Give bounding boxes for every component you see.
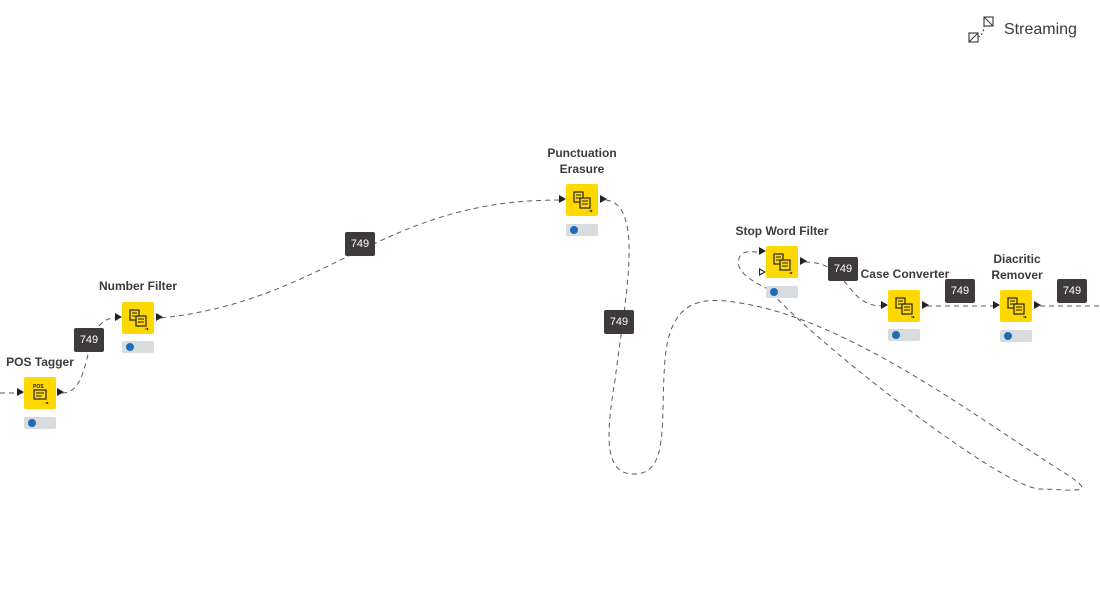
node-punctuation-erasure[interactable]	[566, 184, 598, 216]
node-status-diacritic-remover	[1000, 330, 1032, 342]
input-port[interactable]	[115, 313, 122, 321]
text-processing-icon	[773, 253, 793, 275]
wire-number-filter-punctuation-erasure	[160, 199, 560, 319]
node-case-converter[interactable]	[888, 290, 920, 322]
output-port[interactable]	[800, 257, 807, 265]
text-processing-icon	[129, 309, 149, 331]
node-status-stop-word-filter	[766, 286, 798, 298]
input-port[interactable]	[759, 247, 766, 255]
text-processing-icon	[1007, 297, 1027, 319]
status-dot	[892, 331, 900, 339]
node-status-pos-tagger	[24, 417, 56, 429]
output-port[interactable]	[1034, 301, 1041, 309]
text-processing-icon	[573, 191, 593, 213]
svg-text:POS: POS	[33, 384, 44, 390]
node-label-line: Punctuation	[547, 146, 617, 160]
node-label-case-converter: Case Converter	[860, 267, 950, 281]
node-status-punctuation-erasure	[566, 224, 598, 236]
node-diacritic-remover[interactable]	[1000, 290, 1032, 322]
node-label-number-filter: Number Filter	[98, 279, 178, 293]
node-label-line: Diacritic	[993, 252, 1041, 266]
output-port[interactable]	[600, 195, 607, 203]
node-status-case-converter	[888, 329, 920, 341]
connection-count[interactable]: 749	[345, 232, 375, 256]
text-processing-icon	[895, 297, 915, 319]
node-label-diacritic-remover: Diacritic Remover	[991, 251, 1042, 283]
node-stop-word-filter[interactable]	[766, 246, 798, 278]
output-port[interactable]	[156, 313, 163, 321]
status-dot	[570, 226, 578, 234]
connection-count[interactable]: 749	[1057, 279, 1087, 303]
streaming-toggle[interactable]: Streaming	[966, 15, 1077, 45]
wire-punctuation-erasure-stop-word-filter	[605, 199, 1083, 491]
node-label-pos-tagger: POS Tagger	[6, 355, 74, 369]
input-port[interactable]	[881, 301, 888, 309]
optional-input-port[interactable]	[759, 268, 766, 276]
status-dot	[1004, 332, 1012, 340]
streaming-icon	[968, 16, 994, 43]
connection-count[interactable]: 749	[945, 279, 975, 303]
pos-tag-icon: POS	[33, 384, 49, 405]
connection-count[interactable]: 749	[828, 257, 858, 281]
output-port[interactable]	[922, 301, 929, 309]
input-port[interactable]	[559, 195, 566, 203]
node-number-filter[interactable]	[122, 302, 154, 334]
status-dot	[770, 288, 778, 296]
input-port[interactable]	[993, 301, 1000, 309]
connection-count[interactable]: 749	[604, 310, 634, 334]
node-label-punctuation-erasure: Punctuation Erasure	[547, 145, 616, 177]
node-status-number-filter	[122, 341, 154, 353]
wire-pos-tagger-number-filter	[61, 317, 116, 394]
node-label-line: Erasure	[559, 162, 605, 176]
status-dot	[126, 343, 134, 351]
output-port[interactable]	[57, 388, 64, 396]
wire-stop-word-filter-case-converter	[804, 261, 883, 307]
node-pos-tagger[interactable]: POS	[24, 377, 56, 409]
streaming-label: Streaming	[1004, 21, 1077, 38]
node-label-line: Remover	[991, 268, 1043, 282]
connection-count[interactable]: 749	[74, 328, 104, 352]
status-dot	[28, 419, 36, 427]
node-label-stop-word-filter: Stop Word Filter	[735, 224, 829, 238]
input-port[interactable]	[17, 388, 24, 396]
